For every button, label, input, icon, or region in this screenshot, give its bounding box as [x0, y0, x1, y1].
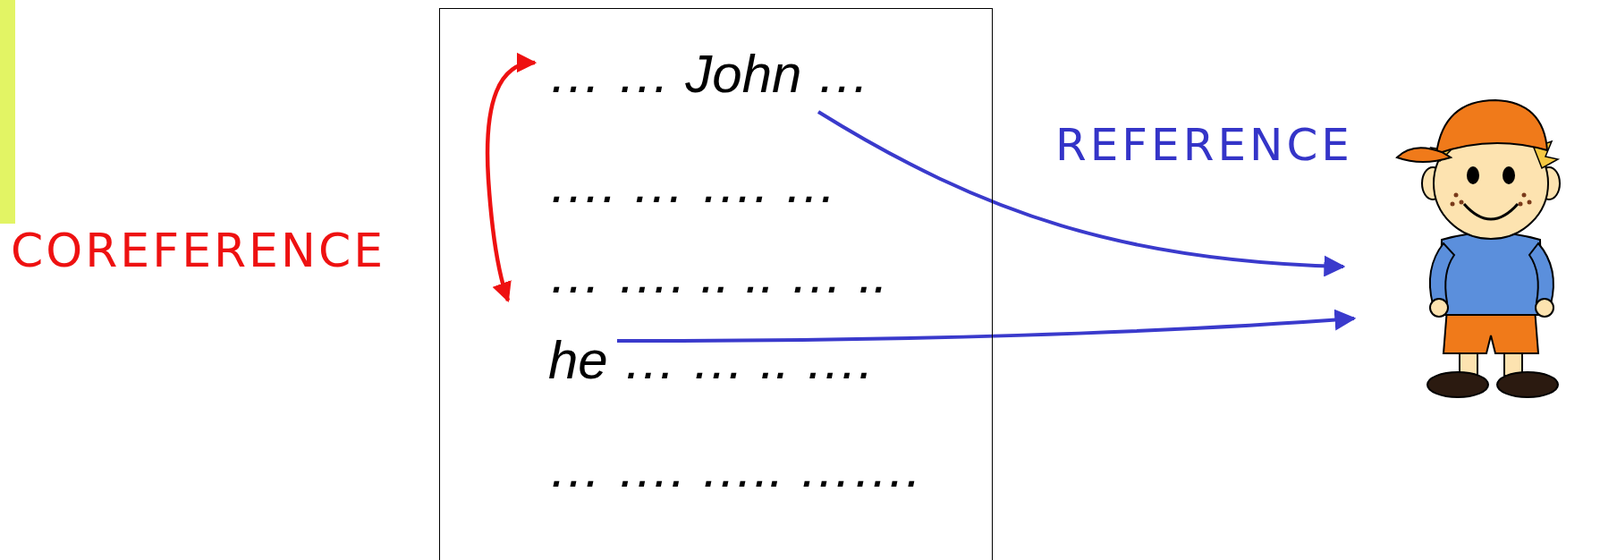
- accent-bar: [0, 0, 16, 224]
- document-box: … … John … …. … …. … … …. .. .. … .. he … ……: [439, 8, 993, 560]
- document-text-line: … …. .. .. … ..: [548, 243, 889, 306]
- coreference-arrow: [487, 62, 535, 301]
- reference-label: REFERENCE: [1055, 118, 1354, 171]
- document-text-line: … …. ….. …….: [548, 437, 922, 500]
- coreference-label: COREFERENCE: [10, 223, 386, 278]
- document-text-line: he … … .. ….: [548, 329, 873, 392]
- document-text-line: … … John …: [548, 42, 871, 106]
- boy-figure: [1396, 100, 1560, 398]
- document-text-line: …. … …. …: [548, 152, 838, 216]
